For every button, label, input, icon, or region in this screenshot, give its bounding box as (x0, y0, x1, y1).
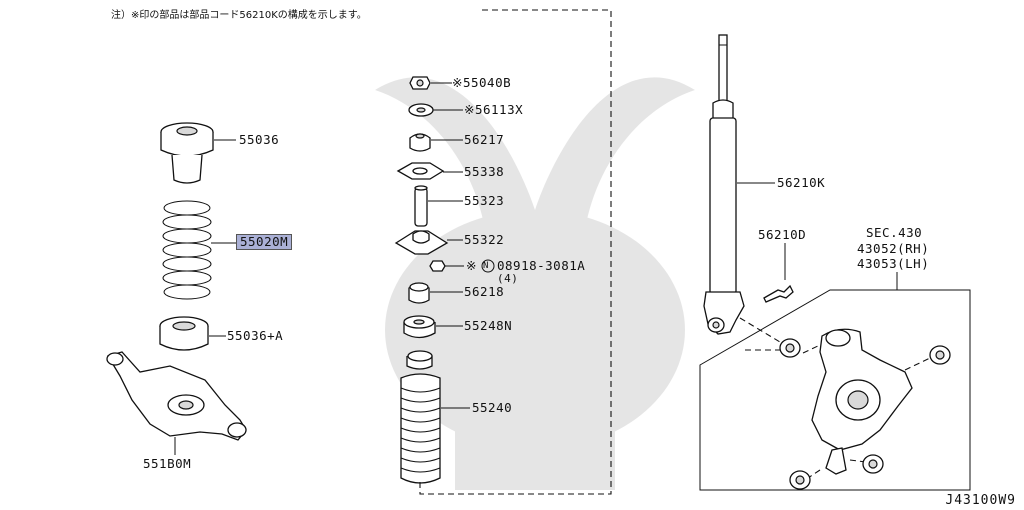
label-43053: 43053(LH) (857, 256, 930, 271)
label-56218: 56218 (464, 284, 505, 299)
nut-drawing (409, 76, 452, 90)
bound-bumper-upper-drawing (408, 282, 463, 304)
label-55338: 55338 (464, 164, 505, 179)
mount-bracket-drawing (394, 230, 463, 255)
sleeve-drawing (414, 185, 463, 227)
knuckle-drawing (739, 317, 931, 479)
label-43052: 43052(RH) (857, 241, 930, 256)
label-sec430: SEC.430 (866, 225, 923, 240)
label-56217: 56217 (464, 132, 505, 147)
label-55248n: 55248N (464, 318, 513, 333)
label-56210d: 56210D (758, 227, 807, 242)
lower-spring-seat-drawing (159, 316, 226, 351)
label-56113x: ※56113X (464, 102, 524, 117)
label-08918-prefix: ※ (466, 258, 477, 273)
label-08918-circle-letter: N (483, 261, 489, 271)
diagram-code: J43100W9 (945, 493, 1016, 508)
assembly-bracket-line (419, 9, 612, 495)
footnote: 注）※印の部品は部品コード56210Kの構成を示します。 (111, 10, 367, 21)
washer-drawing (408, 103, 463, 117)
label-551b0m: 551B0M (143, 456, 192, 471)
label-55020m-highlighted[interactable]: 55020M (236, 234, 293, 250)
bushing-drawing (409, 133, 463, 152)
shock-absorber-drawing (703, 34, 775, 335)
knuckle-detail-box (699, 289, 971, 491)
lower-arm-drawing (106, 351, 247, 455)
label-55240: 55240 (472, 400, 513, 415)
knuckle-bushings-drawing (779, 338, 951, 490)
label-55040b: ※55040B (452, 75, 512, 90)
upper-spring-seat-drawing (160, 122, 236, 184)
gasket-drawing (396, 162, 463, 180)
label-56210k: 56210K (777, 175, 826, 190)
bolt-drawing (763, 243, 794, 303)
flange-nut-drawing (429, 259, 495, 273)
label-55036a: 55036+A (227, 328, 284, 343)
coil-spring-drawing (162, 200, 236, 300)
label-08918: 08918-3081A (497, 258, 586, 273)
bound-bumper-drawing (403, 315, 463, 339)
label-55323: 55323 (464, 193, 505, 208)
label-55322: 55322 (464, 232, 505, 247)
label-55036: 55036 (239, 132, 280, 147)
label-08918-qty: (4) (497, 272, 519, 285)
watermark-emblem (375, 77, 695, 490)
dust-boot-drawing (400, 350, 470, 484)
